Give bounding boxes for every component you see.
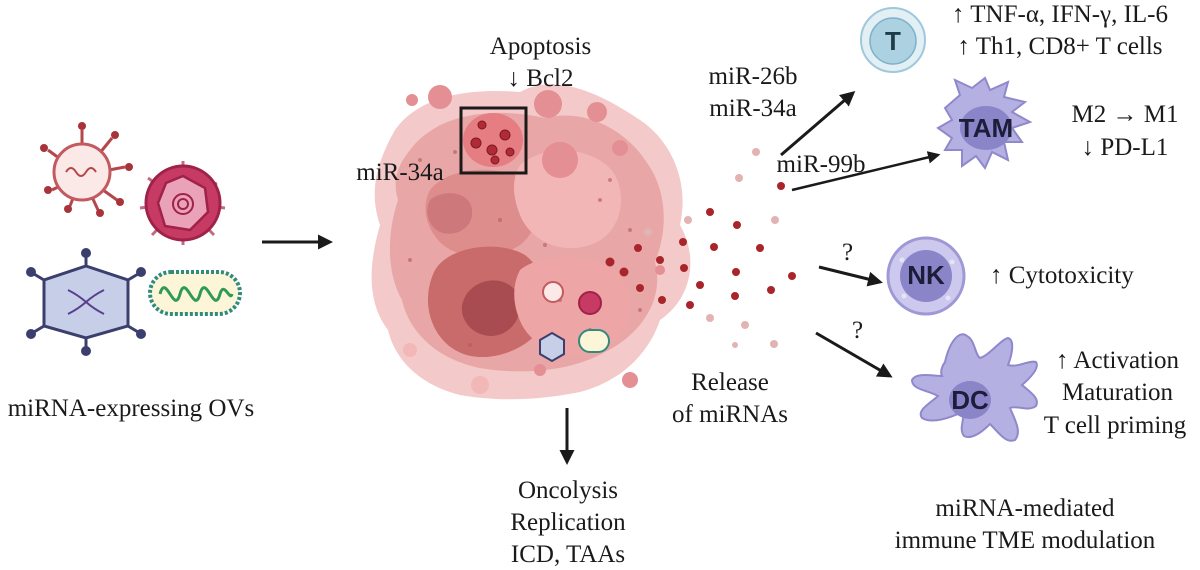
t-cell-effect-2: ↑ Th1, CD8+ T cells [957, 33, 1163, 60]
tam-cell-name: TAM [958, 113, 1014, 143]
tam-cell-icon [936, 76, 1033, 170]
adenovirus-icon [26, 248, 146, 356]
t-cell-icon [860, 7, 926, 73]
apoptosis-highlight-box [459, 106, 528, 175]
herpesvirus-icon [139, 161, 226, 245]
icd-taas-label: ICD, TAAs [510, 541, 626, 568]
arrow-to-nk [818, 265, 883, 287]
t-cell-name: T [885, 26, 901, 56]
nk-cell-icon [886, 236, 966, 316]
mir-99b-label: miR-99b [776, 151, 866, 178]
dc-effect-3: T cell priming [1043, 412, 1187, 439]
nk-question-mark: ? [841, 239, 854, 266]
release-label: Release [691, 369, 769, 396]
mir-26b-label: miR-26b [708, 63, 798, 90]
dc-effect-1: ↑ Activation [1056, 347, 1179, 374]
arrow-to-tam [791, 151, 941, 192]
dc-cell-icon [910, 333, 1038, 442]
tumor-mass [371, 84, 691, 400]
arrow-to-t-cell [780, 91, 856, 157]
mir-34a-tumor-label: miR-34a [356, 159, 444, 186]
ov-label: miRNA-expressing OVs [7, 395, 255, 422]
vesicular-virus-icon [148, 270, 242, 316]
bcl2-label: ↓ Bcl2 [507, 65, 574, 92]
oncolysis-label: Oncolysis [518, 477, 618, 504]
mir-34a-arrow-label: miR-34a [709, 95, 797, 122]
dc-question-mark: ? [851, 317, 864, 344]
footer-line-2: immune TME modulation [894, 527, 1156, 554]
of-mirnas-label: of miRNAs [672, 401, 788, 428]
footer-line-1: miRNA-mediated [935, 495, 1115, 522]
tam-effect-1: M2 → M1 [1071, 101, 1179, 128]
apoptosis-label: Apoptosis [489, 33, 592, 60]
replication-label: Replication [510, 509, 626, 536]
dc-cell-name: DC [951, 385, 989, 415]
tam-effect-2: ↓ PD-L1 [1081, 134, 1169, 161]
dc-effect-2: Maturation [1061, 379, 1174, 406]
nk-cell-name: NK [907, 260, 945, 290]
t-cell-effect-1: ↑ TNF-α, IFN-γ, IL-6 [951, 1, 1169, 28]
coronavirus-like-virus-icon [40, 122, 133, 217]
arrow-to-dc [815, 331, 893, 378]
nk-effect-1: ↑ Cytotoxicity [990, 262, 1134, 289]
mirna-release-dots [605, 148, 796, 348]
